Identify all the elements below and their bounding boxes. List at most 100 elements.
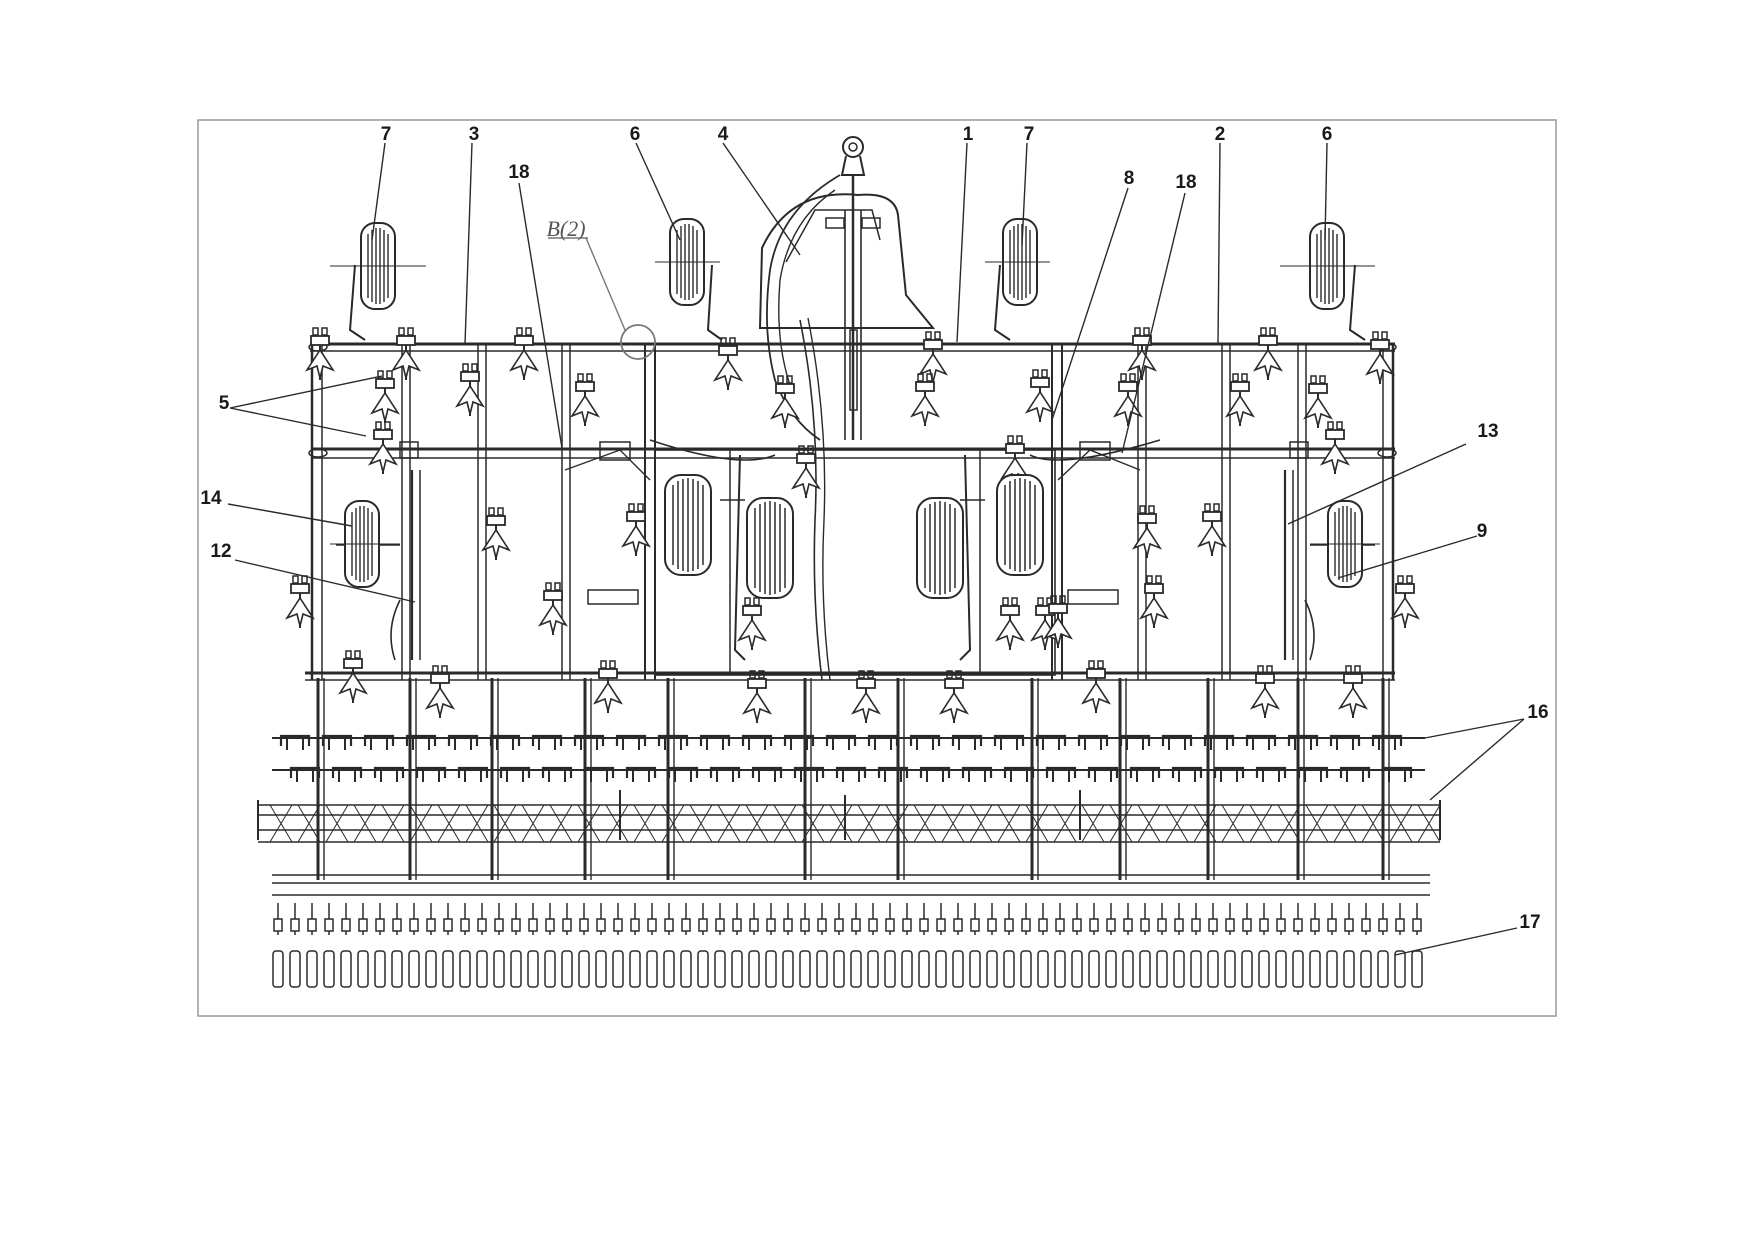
- rake-brace: [521, 804, 545, 843]
- roller-tooth: [884, 902, 896, 988]
- roller-tooth: [340, 902, 352, 988]
- center-wheel-1: [664, 474, 712, 576]
- center-frame: [654, 449, 1056, 676]
- rake-brace: [717, 804, 741, 843]
- rake-brace: [381, 804, 405, 843]
- roller-tooth: [408, 902, 420, 988]
- roller-tooth: [476, 902, 488, 988]
- roller-tooth: [1139, 902, 1151, 988]
- callout-12: 12: [210, 541, 231, 562]
- tine-legs: [316, 678, 1390, 880]
- roller-tooth: [680, 902, 692, 988]
- rake-brace: [465, 804, 489, 843]
- tine: [286, 575, 314, 629]
- roller-tooth: [306, 902, 318, 988]
- rake-diagonals: [269, 804, 1441, 843]
- tine: [1366, 331, 1394, 385]
- hydraulic-hose: [766, 174, 841, 441]
- tine: [594, 660, 622, 714]
- callout-6-left: 6: [630, 124, 641, 145]
- roller-tooth: [289, 902, 301, 988]
- rake-brace: [353, 804, 377, 843]
- roller-tooth: [1190, 902, 1202, 988]
- drawing-frame: [197, 119, 1557, 1017]
- tine: [571, 373, 599, 427]
- roller-tooth: [629, 902, 641, 988]
- leader-lines: [227, 142, 1525, 956]
- callout-3: 3: [469, 124, 480, 145]
- tine: [771, 375, 799, 429]
- roller-tooth: [1241, 902, 1253, 988]
- callout-13: 13: [1477, 421, 1498, 442]
- roller-tooth: [1258, 902, 1270, 988]
- roller-tooth: [969, 902, 981, 988]
- callout-18-left: 18: [508, 162, 529, 183]
- roller-tooth: [1037, 902, 1049, 988]
- rake-brace: [1333, 804, 1357, 843]
- roller-tooth: [714, 902, 726, 988]
- roller-tooth: [935, 902, 947, 988]
- roller-tooth: [1088, 902, 1100, 988]
- callout-1: 1: [963, 124, 974, 145]
- roller-tooth: [374, 902, 386, 988]
- roller-tooth: [578, 902, 590, 988]
- roller-tooth: [1122, 902, 1134, 988]
- tine: [1226, 373, 1254, 427]
- callout-18-right: 18: [1175, 172, 1196, 193]
- rake-brace: [325, 804, 349, 843]
- tine: [911, 373, 939, 427]
- rake-brace: [1137, 804, 1161, 843]
- roller-tooth: [1394, 902, 1406, 988]
- rake-brace: [1165, 804, 1189, 843]
- roller-tooth: [748, 902, 760, 988]
- rake-brace: [913, 804, 937, 843]
- roller-tooth: [1411, 902, 1423, 988]
- rake-brace: [1221, 804, 1245, 843]
- callout-8: 8: [1124, 168, 1135, 189]
- rake-brace: [493, 804, 517, 843]
- rake-brace: [297, 804, 321, 843]
- tine: [1114, 373, 1142, 427]
- roller-tooth: [272, 902, 284, 988]
- roller-tooth: [510, 902, 522, 988]
- roller-tooth: [527, 902, 539, 988]
- roller-tooth: [952, 902, 964, 988]
- roller-tooth: [799, 902, 811, 988]
- tine: [852, 670, 880, 724]
- roller-tooth: [918, 902, 930, 988]
- tine: [456, 363, 484, 417]
- tine: [1391, 575, 1419, 629]
- rake-brace: [745, 804, 769, 843]
- tine: [792, 445, 820, 499]
- roller-tooth: [782, 902, 794, 988]
- rake-brace: [801, 804, 825, 843]
- rake-brace: [969, 804, 993, 843]
- roller-tooth: [425, 902, 437, 988]
- rake-brace: [549, 804, 573, 843]
- tine: [738, 597, 766, 651]
- roller-tooth: [901, 902, 913, 988]
- roller-tooth: [646, 902, 658, 988]
- roller-tooth: [1071, 902, 1083, 988]
- roller-tooth: [1360, 902, 1372, 988]
- tine: [1304, 375, 1332, 429]
- callout-16: 16: [1527, 702, 1548, 723]
- roller-tooth: [867, 902, 879, 988]
- roller-tooth: [1054, 902, 1066, 988]
- detail-reference-b2: B(2): [546, 216, 585, 241]
- callout-4: 4: [718, 124, 729, 145]
- roller-tooth: [1343, 902, 1355, 988]
- center-wheel-2: [746, 497, 794, 599]
- roller-tooth: [595, 902, 607, 988]
- rake-brace: [661, 804, 685, 843]
- roller-tooth: [850, 902, 862, 988]
- rake-brace: [1417, 804, 1441, 843]
- rake-clips: [279, 734, 1413, 784]
- tine: [919, 331, 947, 385]
- center-wheel-3: [916, 497, 964, 599]
- roller-tooth: [697, 902, 709, 988]
- roller-tooth: [1292, 902, 1304, 988]
- roller-tooth: [663, 902, 675, 988]
- roller-tooth: [1326, 902, 1338, 988]
- tine: [371, 370, 399, 424]
